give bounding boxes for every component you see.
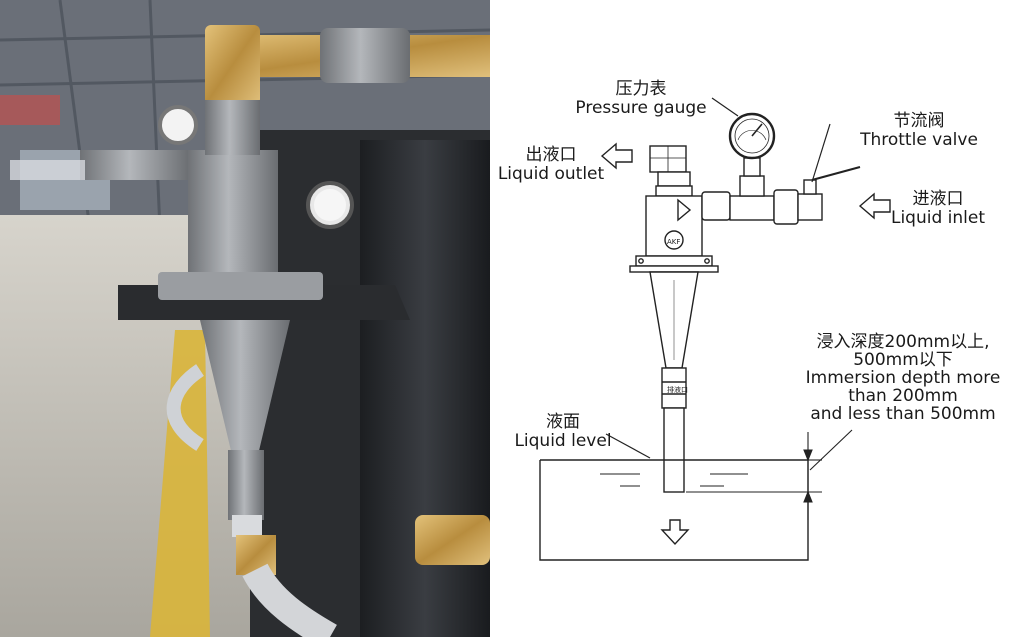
liquid-level-label: 液面 Liquid level bbox=[514, 413, 611, 451]
immersion-depth-label-cn2: 500mm以下 bbox=[853, 350, 953, 370]
pressure-gauge-label-en: Pressure gauge bbox=[575, 98, 707, 118]
nozzle-mark-text: 排液口 bbox=[667, 385, 688, 394]
throttle-valve-label-en: Throttle valve bbox=[860, 130, 978, 150]
liquid-level-label-cn: 液面 bbox=[545, 412, 580, 432]
immersion-dimension bbox=[686, 429, 853, 520]
liquid-outlet-label-en: Liquid outlet bbox=[497, 164, 605, 184]
pressure-gauge-photo bbox=[158, 105, 198, 145]
outlet-arrow bbox=[600, 142, 633, 170]
immersion-depth-label-en1: Immersion depth more bbox=[805, 368, 1001, 388]
inlet-arrow bbox=[858, 192, 891, 220]
down-arrow bbox=[660, 519, 690, 546]
throttle-valve bbox=[773, 165, 861, 225]
flange bbox=[629, 255, 719, 273]
outlet-elbow bbox=[649, 145, 693, 197]
liquid-inlet-label: 进液口 Liquid inlet bbox=[891, 190, 985, 228]
throttle-valve-label: 节流阀 Throttle valve bbox=[860, 112, 978, 150]
logo-text: AKF bbox=[667, 238, 680, 246]
equipment-photo bbox=[0, 0, 490, 637]
pressure-gauge-label-cn: 压力表 bbox=[615, 79, 667, 99]
liquid-level-label-en: Liquid level bbox=[514, 431, 612, 451]
liquid-inlet-label-en: Liquid inlet bbox=[890, 208, 986, 228]
immersion-depth-label: 浸入深度200mm以上, 500mm以下 Immersion depth mor… bbox=[806, 333, 1001, 423]
separator-head bbox=[645, 195, 703, 257]
pressure-gauge bbox=[728, 112, 776, 160]
pressure-gauge-label: 压力表 Pressure gauge bbox=[575, 80, 706, 118]
leader-throttle-valve bbox=[811, 123, 831, 183]
liquid-inlet-label-cn: 进液口 bbox=[912, 189, 964, 209]
yellow-floor-line bbox=[150, 330, 210, 637]
immersion-depth-label-en2: than 200mm bbox=[848, 386, 958, 406]
inlet-piping bbox=[701, 157, 775, 221]
inlet-pipe bbox=[80, 150, 190, 180]
leader-pressure-gauge bbox=[711, 97, 739, 117]
liquid-outlet-label: 出液口 Liquid outlet bbox=[498, 146, 604, 184]
liquid-outlet-label-cn: 出液口 bbox=[525, 145, 577, 165]
leader-liquid-level bbox=[605, 433, 651, 459]
discharge-hose bbox=[242, 563, 337, 637]
installation-diagram: AKF 排液口 bbox=[490, 0, 1024, 637]
underflow-nozzle bbox=[661, 367, 687, 493]
throttle-valve-label-cn: 节流阀 bbox=[893, 111, 945, 131]
immersion-depth-label-en3: and less than 500mm bbox=[810, 404, 996, 424]
immersion-depth-label-cn1: 浸入深度200mm以上, bbox=[816, 332, 990, 352]
separator-body bbox=[188, 150, 278, 275]
separator-cone bbox=[200, 320, 290, 455]
